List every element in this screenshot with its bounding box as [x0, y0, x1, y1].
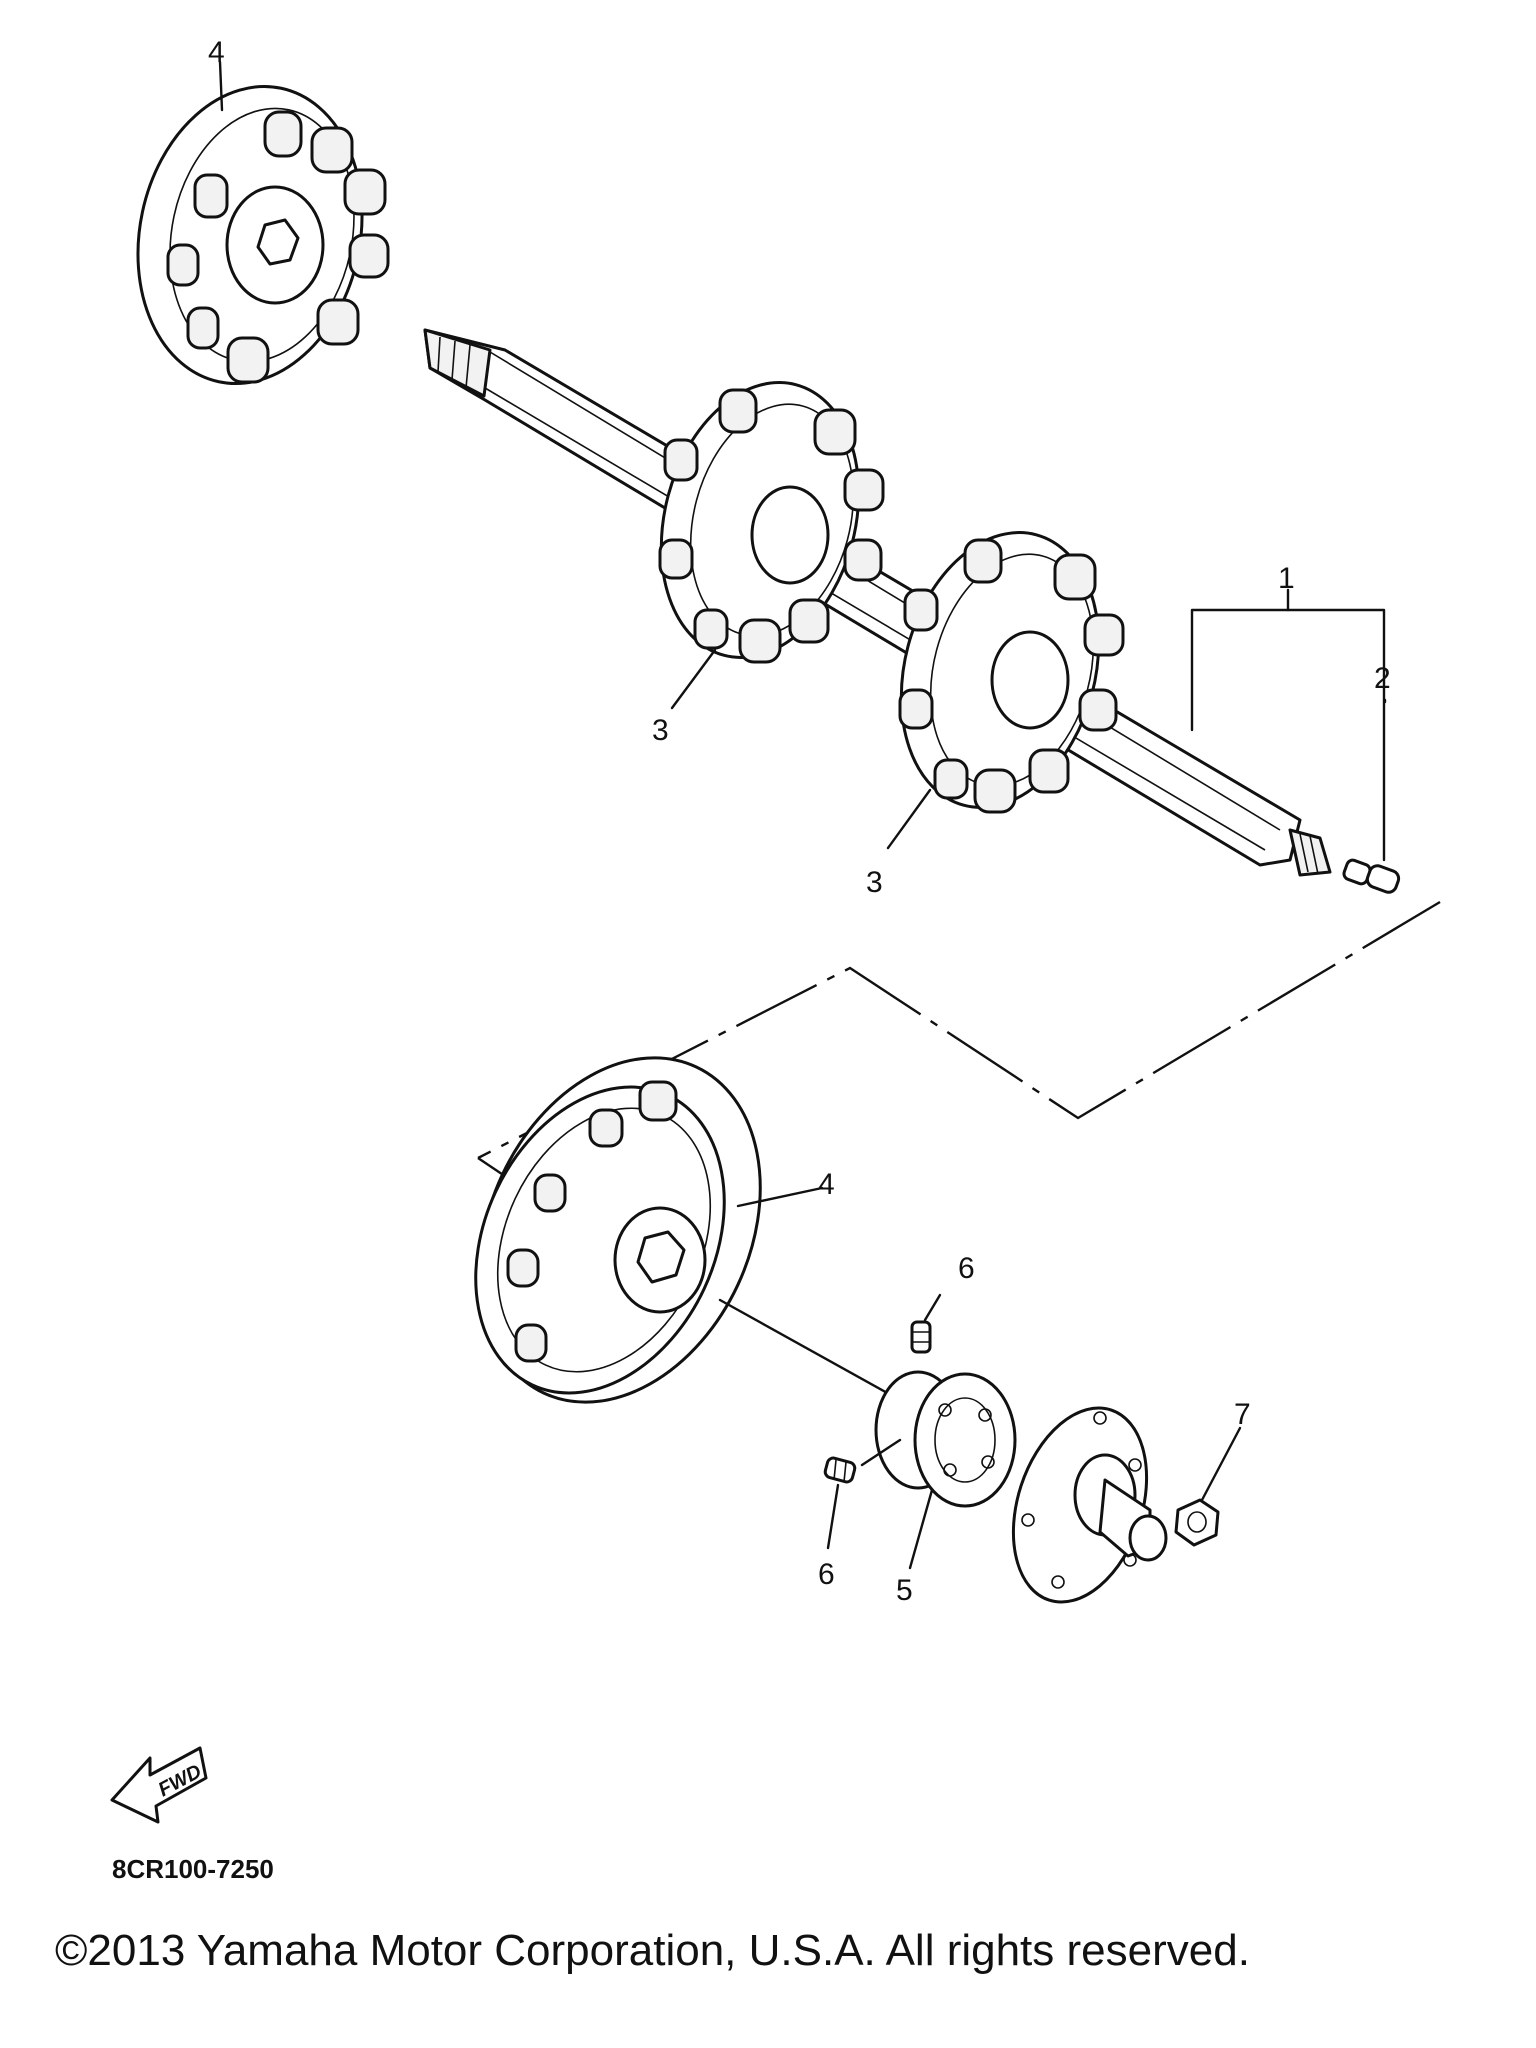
sprocket-right — [898, 531, 1125, 814]
callout-1: 1 — [1278, 562, 1295, 595]
arrow-left-icon: FWD — [110, 1746, 208, 1824]
callout-6-bottom: 6 — [818, 1558, 835, 1591]
callout-3-left: 3 — [652, 714, 669, 747]
callout-2: 2 — [1374, 662, 1391, 695]
leader-line-5 — [908, 1488, 934, 1570]
axis-line-wheel-bearing — [718, 1298, 902, 1402]
flange-hub — [1011, 1406, 1168, 1604]
set-screw-bottom — [823, 1456, 857, 1484]
leader-line-4-bottom — [736, 1186, 824, 1208]
set-screw-top — [910, 1320, 932, 1354]
callout-3-right: 3 — [866, 866, 883, 899]
end-bolt — [1342, 858, 1401, 894]
callout-4-bottom: 4 — [818, 1168, 835, 1201]
hex-nut — [1174, 1498, 1220, 1547]
leader-line-7 — [1200, 1426, 1242, 1502]
callout-7: 7 — [1234, 1398, 1251, 1431]
sprocket-wheel-top — [136, 85, 390, 385]
leader-line-3-left — [670, 648, 717, 710]
drive-wheel-bottom — [474, 1056, 762, 1404]
bearing — [874, 1370, 1017, 1508]
callout-5: 5 — [896, 1574, 913, 1607]
copyright-notice: ©2013 Yamaha Motor Corporation, U.S.A. A… — [55, 1926, 1250, 1975]
sprocket-left — [658, 381, 885, 664]
axis-line-screw-bearing — [860, 1438, 902, 1467]
callout-4-top: 4 — [208, 36, 225, 69]
leader-line-4-top — [218, 60, 224, 112]
leader-line-6-top — [923, 1293, 942, 1322]
diagram-code: 8CR100-7250 — [112, 1854, 274, 1884]
drive-shaft — [423, 328, 1332, 877]
leader-line-6-bottom — [826, 1483, 840, 1550]
leader-line-3-right — [886, 788, 932, 850]
callout-6-top: 6 — [958, 1252, 975, 1285]
